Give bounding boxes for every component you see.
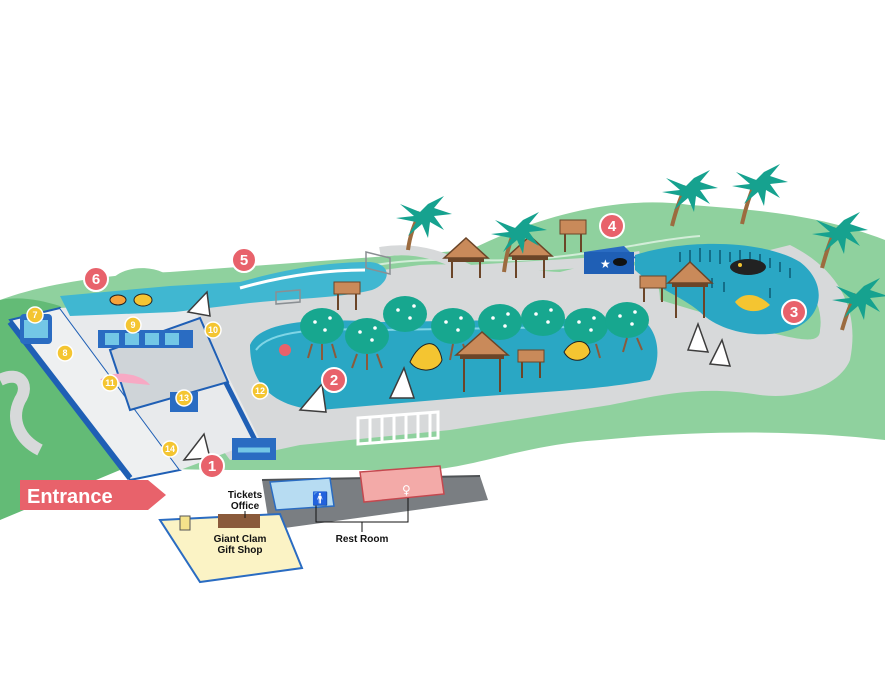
svg-text:3: 3 — [790, 304, 798, 321]
svg-text:11: 11 — [105, 378, 115, 388]
tank-marker-14[interactable]: 14 — [161, 440, 179, 458]
zone-marker-2[interactable]: 2 — [321, 367, 347, 393]
zone-marker-1[interactable]: 1 — [199, 453, 225, 479]
fences — [275, 251, 440, 446]
svg-text:8: 8 — [62, 348, 67, 358]
entrance-label: Entrance — [27, 486, 113, 508]
zone-marker-3[interactable]: 3 — [781, 299, 807, 325]
zone-marker-6[interactable]: 6 — [83, 266, 109, 292]
zone-marker-5[interactable]: 5 — [231, 247, 257, 273]
svg-text:7: 7 — [32, 310, 37, 320]
fish-illustrations — [109, 293, 591, 371]
svg-text:1: 1 — [208, 458, 216, 475]
palm-trees — [396, 164, 885, 331]
pond-zone-3 — [635, 243, 819, 335]
gazebos — [333, 219, 714, 392]
tank-marker-7[interactable]: 7 — [26, 306, 44, 324]
viewpoint-triangles — [182, 290, 732, 461]
tickets-office-label-line1: Tickets — [228, 490, 263, 501]
lower-facilities — [158, 465, 488, 584]
svg-text:9: 9 — [130, 320, 135, 330]
zone-marker-4[interactable]: 4 — [599, 213, 625, 239]
rest-room-label: Rest Room — [336, 534, 389, 545]
tank-marker-13[interactable]: 13 — [175, 389, 193, 407]
svg-text:4: 4 — [608, 218, 617, 235]
svg-text:5: 5 — [240, 252, 248, 269]
svg-text:★: ★ — [600, 257, 611, 271]
male-restroom-icon: 🚹 — [312, 491, 328, 507]
svg-text:14: 14 — [165, 444, 175, 454]
tickets-office-label-line2: Office — [231, 501, 260, 512]
tank-marker-8[interactable]: 8 — [56, 344, 74, 362]
svg-text:12: 12 — [255, 386, 265, 396]
tank-marker-9[interactable]: 9 — [124, 316, 142, 334]
gift-shop-label-line2: Gift Shop — [218, 545, 263, 556]
tank-marker-12[interactable]: 12 — [251, 382, 269, 400]
tank-marker-11[interactable]: 11 — [101, 374, 119, 392]
touch-tank-zone-4: ★ — [584, 246, 636, 274]
tank-marker-10[interactable]: 10 — [204, 321, 222, 339]
svg-text:6: 6 — [92, 271, 100, 288]
svg-text:10: 10 — [208, 325, 218, 335]
rest-room-bracket — [315, 498, 409, 532]
female-restroom-icon: ♀ — [402, 483, 411, 497]
gift-shop-label-line1: Giant Clam — [214, 534, 267, 545]
entrance-sign[interactable]: Entrance — [20, 480, 166, 510]
svg-text:13: 13 — [179, 393, 189, 403]
svg-text:2: 2 — [330, 372, 338, 389]
